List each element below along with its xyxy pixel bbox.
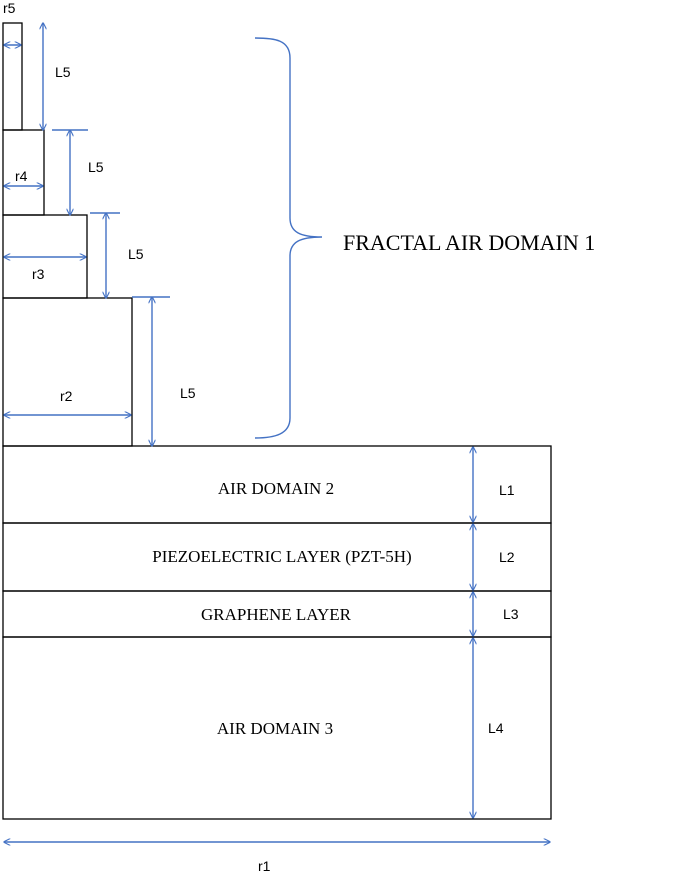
air-domain-2-label: AIR DOMAIN 2: [218, 479, 334, 498]
r1-label: r1: [258, 858, 271, 874]
dimension-lines: [4, 23, 550, 842]
l5-dim-third: [90, 212, 120, 298]
r3-label: r3: [32, 266, 45, 282]
l3-label: L3: [503, 606, 519, 622]
l5-third-label: L5: [128, 246, 144, 262]
l2-label: L2: [499, 549, 515, 565]
layer-stack: [2, 445, 552, 820]
fractal-domain-label: FRACTAL AIR DOMAIN 1: [343, 230, 595, 255]
piezoelectric-layer-label: PIEZOELECTRIC LAYER (PZT-5H): [152, 547, 411, 566]
l4-label: L4: [488, 720, 504, 736]
fractal-brace: [254, 37, 323, 439]
air-domain-3-label: AIR DOMAIN 3: [217, 719, 333, 738]
l5-dim-second: [52, 129, 88, 215]
dimension-labels: r5 r4 r3 r2 L5 L5 L5 L5 L1 L2 L3 L4 r1: [3, 0, 519, 874]
r5-label: r5: [3, 0, 16, 16]
l1-label: L1: [499, 482, 515, 498]
r2-label: r2: [60, 388, 73, 404]
fractal-level-2-box: [2, 297, 133, 447]
l5-dim-fourth: [132, 296, 170, 446]
l5-second-label: L5: [88, 159, 104, 175]
fractal-air-domain-1: [2, 22, 133, 447]
region-labels: FRACTAL AIR DOMAIN 1 AIR DOMAIN 2 PIEZOE…: [152, 230, 595, 738]
l5-fourth-label: L5: [180, 385, 196, 401]
l5-top-label: L5: [55, 64, 71, 80]
graphene-layer-label: GRAPHENE LAYER: [201, 605, 352, 624]
r4-label: r4: [15, 168, 28, 184]
air-domain-3-box: [2, 636, 552, 820]
fractal-level-5-box: [2, 22, 23, 131]
